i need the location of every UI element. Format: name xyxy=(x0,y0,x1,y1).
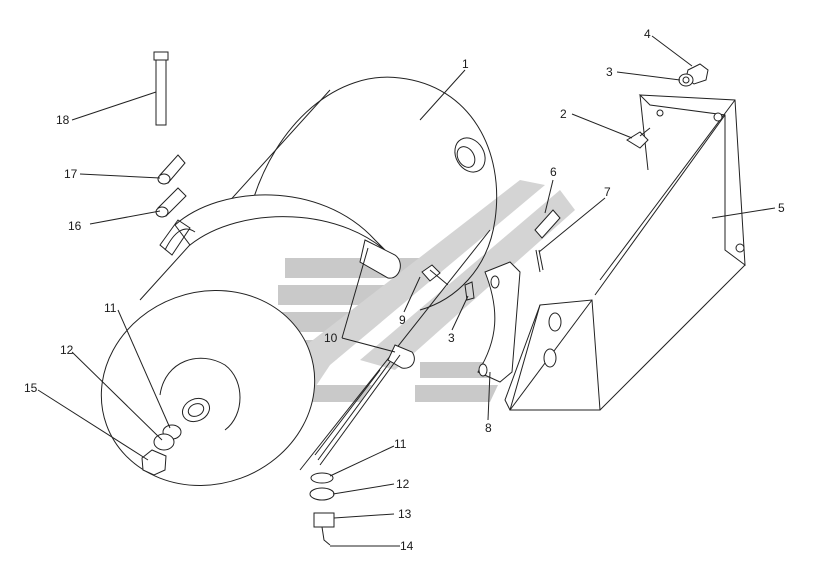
callout-10: 10 xyxy=(324,331,338,345)
callout-8: 8 xyxy=(485,421,492,435)
callout-14: 14 xyxy=(400,539,414,553)
washer-3-top xyxy=(678,73,694,87)
pin-16 xyxy=(155,187,187,218)
plug-15 xyxy=(141,449,167,476)
pin-6 xyxy=(534,209,561,239)
callout-12-lower: 12 xyxy=(396,477,410,491)
callout-1: 1 xyxy=(462,57,469,71)
callout-16: 16 xyxy=(68,219,82,233)
callout-7: 7 xyxy=(604,185,611,199)
clamp-plate xyxy=(464,261,521,383)
callout-13: 13 xyxy=(398,507,412,521)
callout-11-front: 11 xyxy=(104,301,117,315)
callout-3-top: 3 xyxy=(606,65,613,79)
fitting-13 xyxy=(313,512,335,546)
callout-6: 6 xyxy=(550,165,557,179)
callout-2: 2 xyxy=(560,107,567,121)
bolt-18 xyxy=(153,51,169,126)
cotter-pin-7 xyxy=(535,249,544,273)
pin-17 xyxy=(157,154,186,185)
callout-4: 4 xyxy=(644,27,651,41)
ring-12 xyxy=(153,433,335,501)
callout-3-plate: 3 xyxy=(448,331,455,345)
callout-15: 15 xyxy=(24,381,38,395)
mounting-bracket xyxy=(504,94,746,411)
callout-9: 9 xyxy=(399,313,406,327)
callout-11-lower: 11 xyxy=(394,437,407,451)
callout-18: 18 xyxy=(56,113,70,127)
receiver-tank xyxy=(100,76,498,486)
leader-lines xyxy=(37,35,776,547)
bolt-9 xyxy=(421,264,449,286)
callout-5: 5 xyxy=(778,201,785,215)
bolt-2 xyxy=(626,127,651,149)
callout-12-front: 12 xyxy=(60,343,74,357)
callout-17: 17 xyxy=(64,167,78,181)
callout-labels: 1 2 3 3 4 5 6 7 8 9 10 11 11 12 12 13 14… xyxy=(24,27,785,553)
